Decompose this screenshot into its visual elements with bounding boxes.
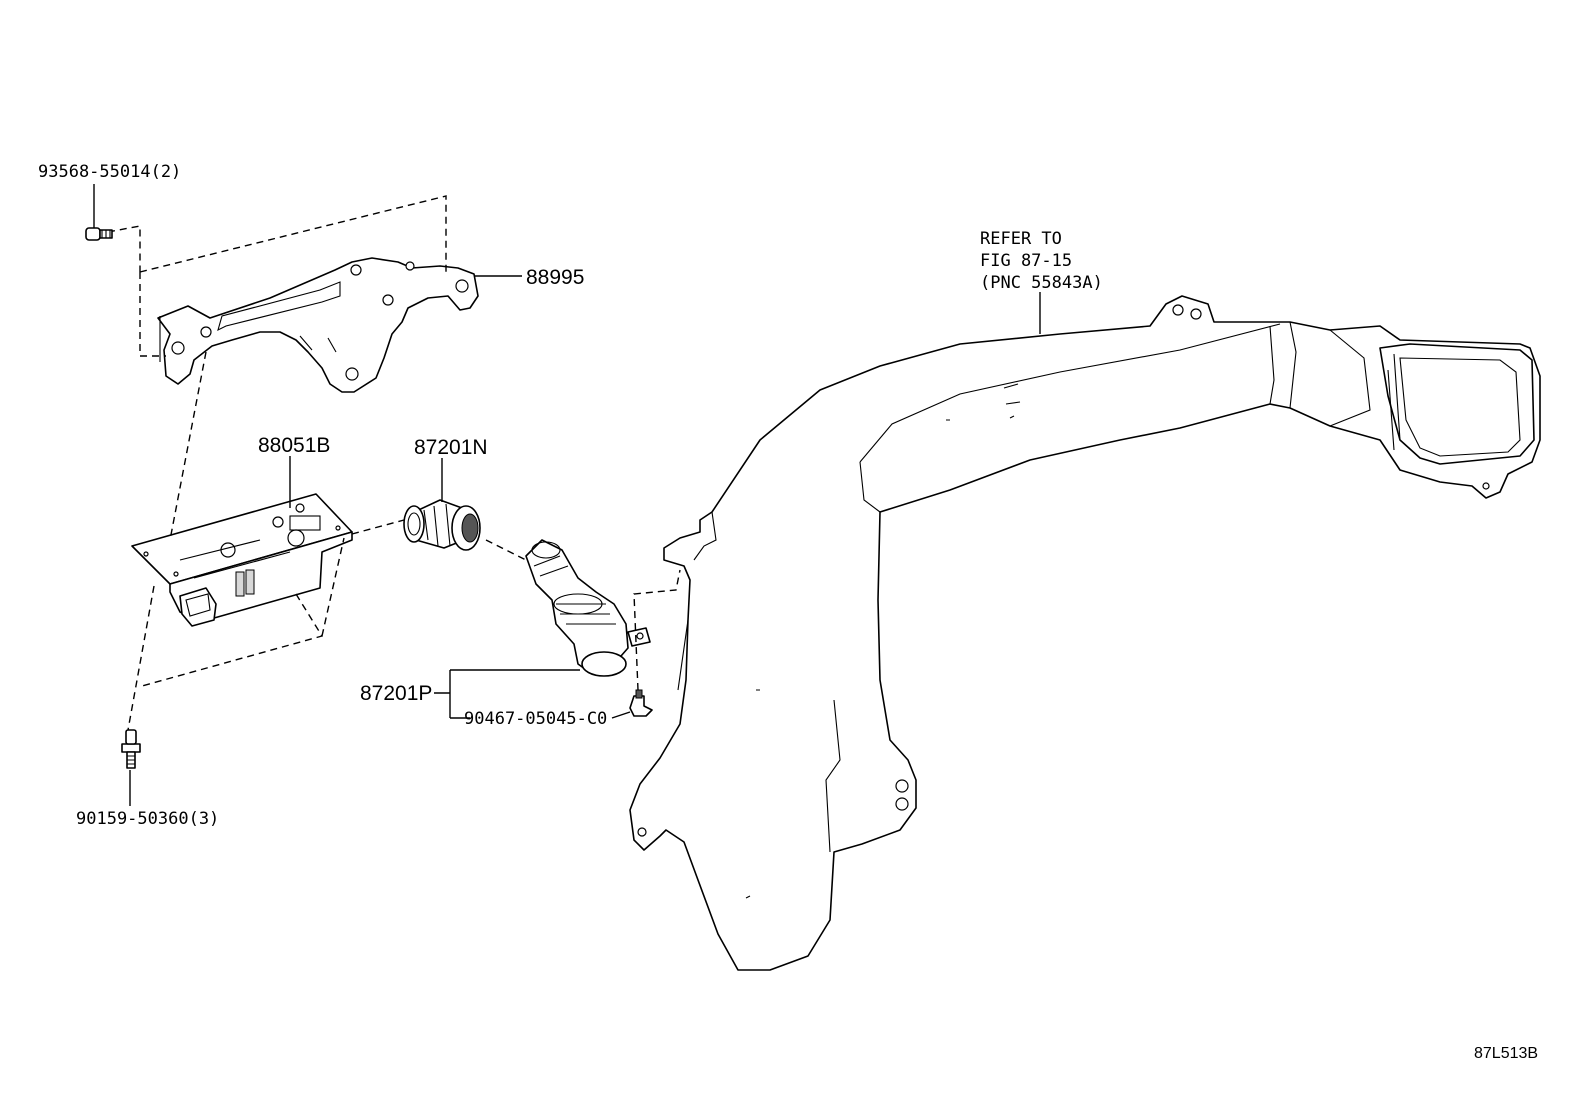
screw-93568-icon	[85, 227, 113, 241]
module-envelope	[141, 537, 345, 687]
bracket-envelope	[139, 195, 447, 357]
duct-lower-leader	[434, 669, 580, 719]
screw-bottom-guide	[127, 351, 207, 731]
callout-duct-upper: 87201N	[414, 436, 488, 459]
refer-note-line-3: (PNC 55843A)	[980, 273, 1103, 293]
screw-top-guide	[107, 225, 141, 272]
callout-duct-lower: 87201P	[360, 682, 432, 705]
callout-module: 88051B	[258, 434, 330, 457]
callout-clip: 90467-05045-C0	[464, 709, 607, 729]
clip-90467-icon	[629, 689, 653, 717]
refer-note-line-2: FIG 87-15	[980, 251, 1072, 271]
module-88051B	[131, 493, 353, 627]
bracket-88995	[157, 257, 479, 393]
clip-guide	[633, 569, 681, 691]
clip-leader	[611, 711, 631, 719]
refer-note-line-1: REFER TO	[980, 229, 1062, 249]
duct-87201P	[525, 539, 651, 677]
air-duct-assembly	[629, 295, 1541, 971]
diagram-reference-code: 87L513B	[1474, 1045, 1538, 1062]
callout-bracket: 88995	[526, 266, 584, 289]
duct-87201N	[403, 499, 481, 551]
screw-90159-icon	[121, 729, 141, 769]
callout-screw-bottom: 90159-50360(3)	[76, 809, 219, 829]
callout-screw-top: 93568-55014(2)	[38, 162, 181, 182]
duct-connect-guide	[351, 519, 527, 561]
